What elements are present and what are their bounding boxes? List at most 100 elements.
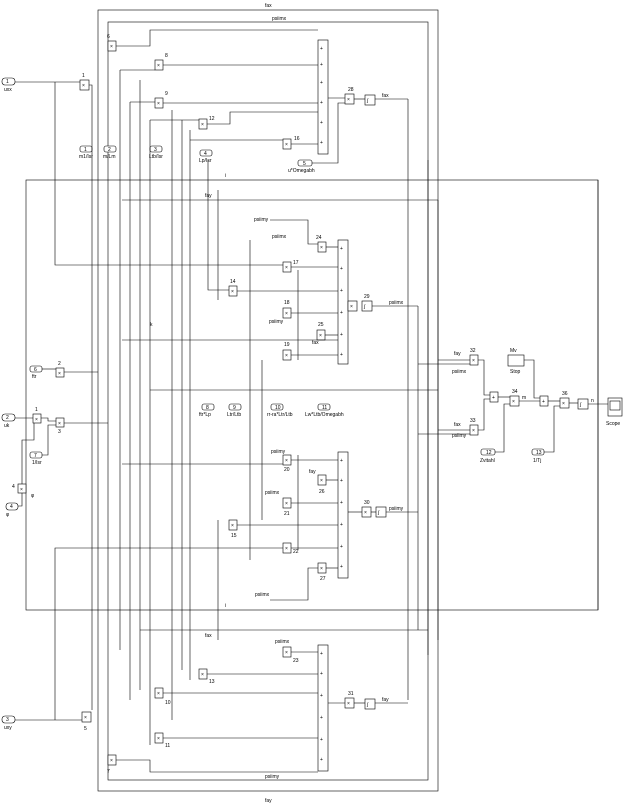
wire-uxx-down bbox=[54, 82, 283, 266]
product-34: ×34 bbox=[509, 389, 520, 407]
svg-text:26: 26 bbox=[319, 489, 325, 495]
svg-text:×: × bbox=[201, 122, 204, 128]
product-23: × 23 bbox=[282, 646, 299, 664]
svg-text:25: 25 bbox=[318, 322, 324, 328]
svg-text:Stop: Stop bbox=[510, 369, 521, 375]
svg-text:1: 1 bbox=[35, 407, 38, 413]
inport-uxy[interactable]: 3 uxy bbox=[1, 715, 16, 731]
svg-text:×: × bbox=[285, 546, 288, 552]
svg-text:×: × bbox=[285, 650, 288, 656]
svg-text:×: × bbox=[157, 63, 160, 69]
svg-text:×: × bbox=[110, 44, 113, 50]
label-fax-mid1: fax bbox=[312, 340, 319, 346]
const-ftr-lp: 8 ftr*Lp bbox=[199, 403, 215, 418]
svg-text:rr-ra*Ltr/Ltb: rr-ra*Ltr/Ltb bbox=[267, 412, 293, 418]
svg-text:9: 9 bbox=[165, 91, 168, 97]
product-25: × 25 bbox=[316, 322, 326, 341]
svg-text:3: 3 bbox=[6, 717, 9, 723]
svg-text:+: + bbox=[320, 651, 323, 657]
svg-text:20: 20 bbox=[284, 467, 290, 473]
svg-text:2: 2 bbox=[108, 147, 111, 153]
svg-text:10: 10 bbox=[275, 405, 281, 411]
svg-text:+: + bbox=[340, 522, 343, 528]
product-10: ×10 bbox=[154, 687, 171, 706]
svg-text:×: × bbox=[82, 83, 85, 89]
svg-text:+: + bbox=[320, 62, 323, 68]
svg-text:+: + bbox=[320, 140, 323, 146]
svg-text:Lw*Ltb/Omegabh: Lw*Ltb/Omegabh bbox=[305, 412, 344, 418]
svg-text:×: × bbox=[231, 289, 234, 295]
svg-text:17: 17 bbox=[293, 260, 299, 266]
svg-text:3: 3 bbox=[154, 147, 157, 153]
svg-text:×: × bbox=[319, 333, 322, 339]
svg-text:+: + bbox=[320, 757, 323, 763]
product-36: ×36 bbox=[559, 391, 570, 409]
svg-text:+: + bbox=[320, 120, 323, 126]
product-16: ×16 bbox=[282, 136, 300, 150]
svg-text:27: 27 bbox=[320, 576, 326, 582]
const-zvitahl: 12 Zvitahl bbox=[480, 448, 496, 464]
const-m1-isr: 1 m1/Isr bbox=[79, 145, 93, 160]
svg-text:30: 30 bbox=[364, 500, 370, 506]
svg-text:12: 12 bbox=[209, 116, 215, 122]
svg-text:+: + bbox=[340, 246, 343, 252]
svg-text:8: 8 bbox=[206, 405, 209, 411]
svg-text:21: 21 bbox=[284, 511, 290, 517]
svg-text:22: 22 bbox=[293, 549, 299, 555]
product-22: × 22 bbox=[282, 542, 299, 555]
svg-text:Mv: Mv bbox=[510, 348, 517, 354]
stop-block[interactable]: Mv Stop bbox=[507, 348, 525, 375]
inport-uk[interactable]: 2 uk bbox=[1, 413, 16, 429]
inport-uxx[interactable]: 1 uxx bbox=[1, 77, 16, 93]
svg-text:+: + bbox=[340, 288, 343, 294]
svg-text:14: 14 bbox=[230, 279, 236, 285]
product-24: ×24 bbox=[316, 235, 327, 253]
label-psiimy-r2: psiimy bbox=[452, 433, 467, 439]
svg-text:ftr: ftr bbox=[32, 374, 37, 380]
scope-block[interactable]: Scope bbox=[606, 397, 623, 427]
inner-frame bbox=[107, 21, 429, 781]
svg-text:m1/Isr: m1/Isr bbox=[79, 154, 93, 160]
svg-text:×: × bbox=[285, 501, 288, 507]
label-i-2: i bbox=[225, 603, 226, 609]
svg-text:19: 19 bbox=[284, 342, 290, 348]
svg-text:9: 9 bbox=[233, 405, 236, 411]
svg-text:×: × bbox=[320, 566, 323, 572]
product-17: ×17 bbox=[282, 260, 299, 273]
svg-text:×: × bbox=[157, 101, 160, 107]
svg-text:5: 5 bbox=[84, 726, 87, 732]
wire-psiimy-24 bbox=[270, 219, 318, 245]
label-fay-mid1: fay bbox=[205, 193, 212, 199]
svg-text:+: + bbox=[340, 478, 343, 484]
svg-text:+: + bbox=[320, 693, 323, 699]
label-fay-r1: fay bbox=[454, 351, 461, 357]
svg-text:Ltb/Isr: Ltb/Isr bbox=[149, 154, 163, 160]
svg-text:×: × bbox=[58, 371, 61, 377]
svg-text:33: 33 bbox=[470, 418, 476, 424]
svg-text:×: × bbox=[58, 421, 61, 427]
svg-text:+: + bbox=[340, 544, 343, 550]
const-ltr-ltb: 9 Ltr/Ltb bbox=[227, 403, 241, 418]
label-psiimy-mid1: psiimy bbox=[254, 217, 269, 223]
product-8: ×8 bbox=[154, 53, 168, 71]
svg-text:uk: uk bbox=[4, 423, 10, 429]
svg-text:+: + bbox=[320, 671, 323, 677]
svg-text:10: 10 bbox=[165, 700, 171, 706]
svg-text:×: × bbox=[320, 245, 323, 251]
svg-text:∫: ∫ bbox=[377, 510, 380, 516]
inport-phi[interactable]: 4 φ bbox=[5, 502, 19, 518]
svg-text:31: 31 bbox=[348, 691, 354, 697]
sum-mid2: +++ +++ bbox=[337, 451, 349, 579]
svg-text:u*Omegabh: u*Omegabh bbox=[288, 168, 315, 174]
const-lp-isr: 4 Lp/Isr bbox=[199, 149, 213, 164]
label-psiimx-top: psiimx bbox=[272, 16, 287, 22]
product-7: ×7 bbox=[107, 754, 117, 775]
wire-p4-up bbox=[21, 423, 35, 484]
product-26: ×26 bbox=[317, 474, 327, 495]
svg-text:23: 23 bbox=[293, 658, 299, 664]
svg-text:13: 13 bbox=[209, 679, 215, 685]
svg-text:4: 4 bbox=[12, 484, 15, 490]
svg-text:×: × bbox=[285, 458, 288, 464]
product-13: ×13 bbox=[198, 668, 215, 685]
bus-8 bbox=[207, 160, 229, 291]
